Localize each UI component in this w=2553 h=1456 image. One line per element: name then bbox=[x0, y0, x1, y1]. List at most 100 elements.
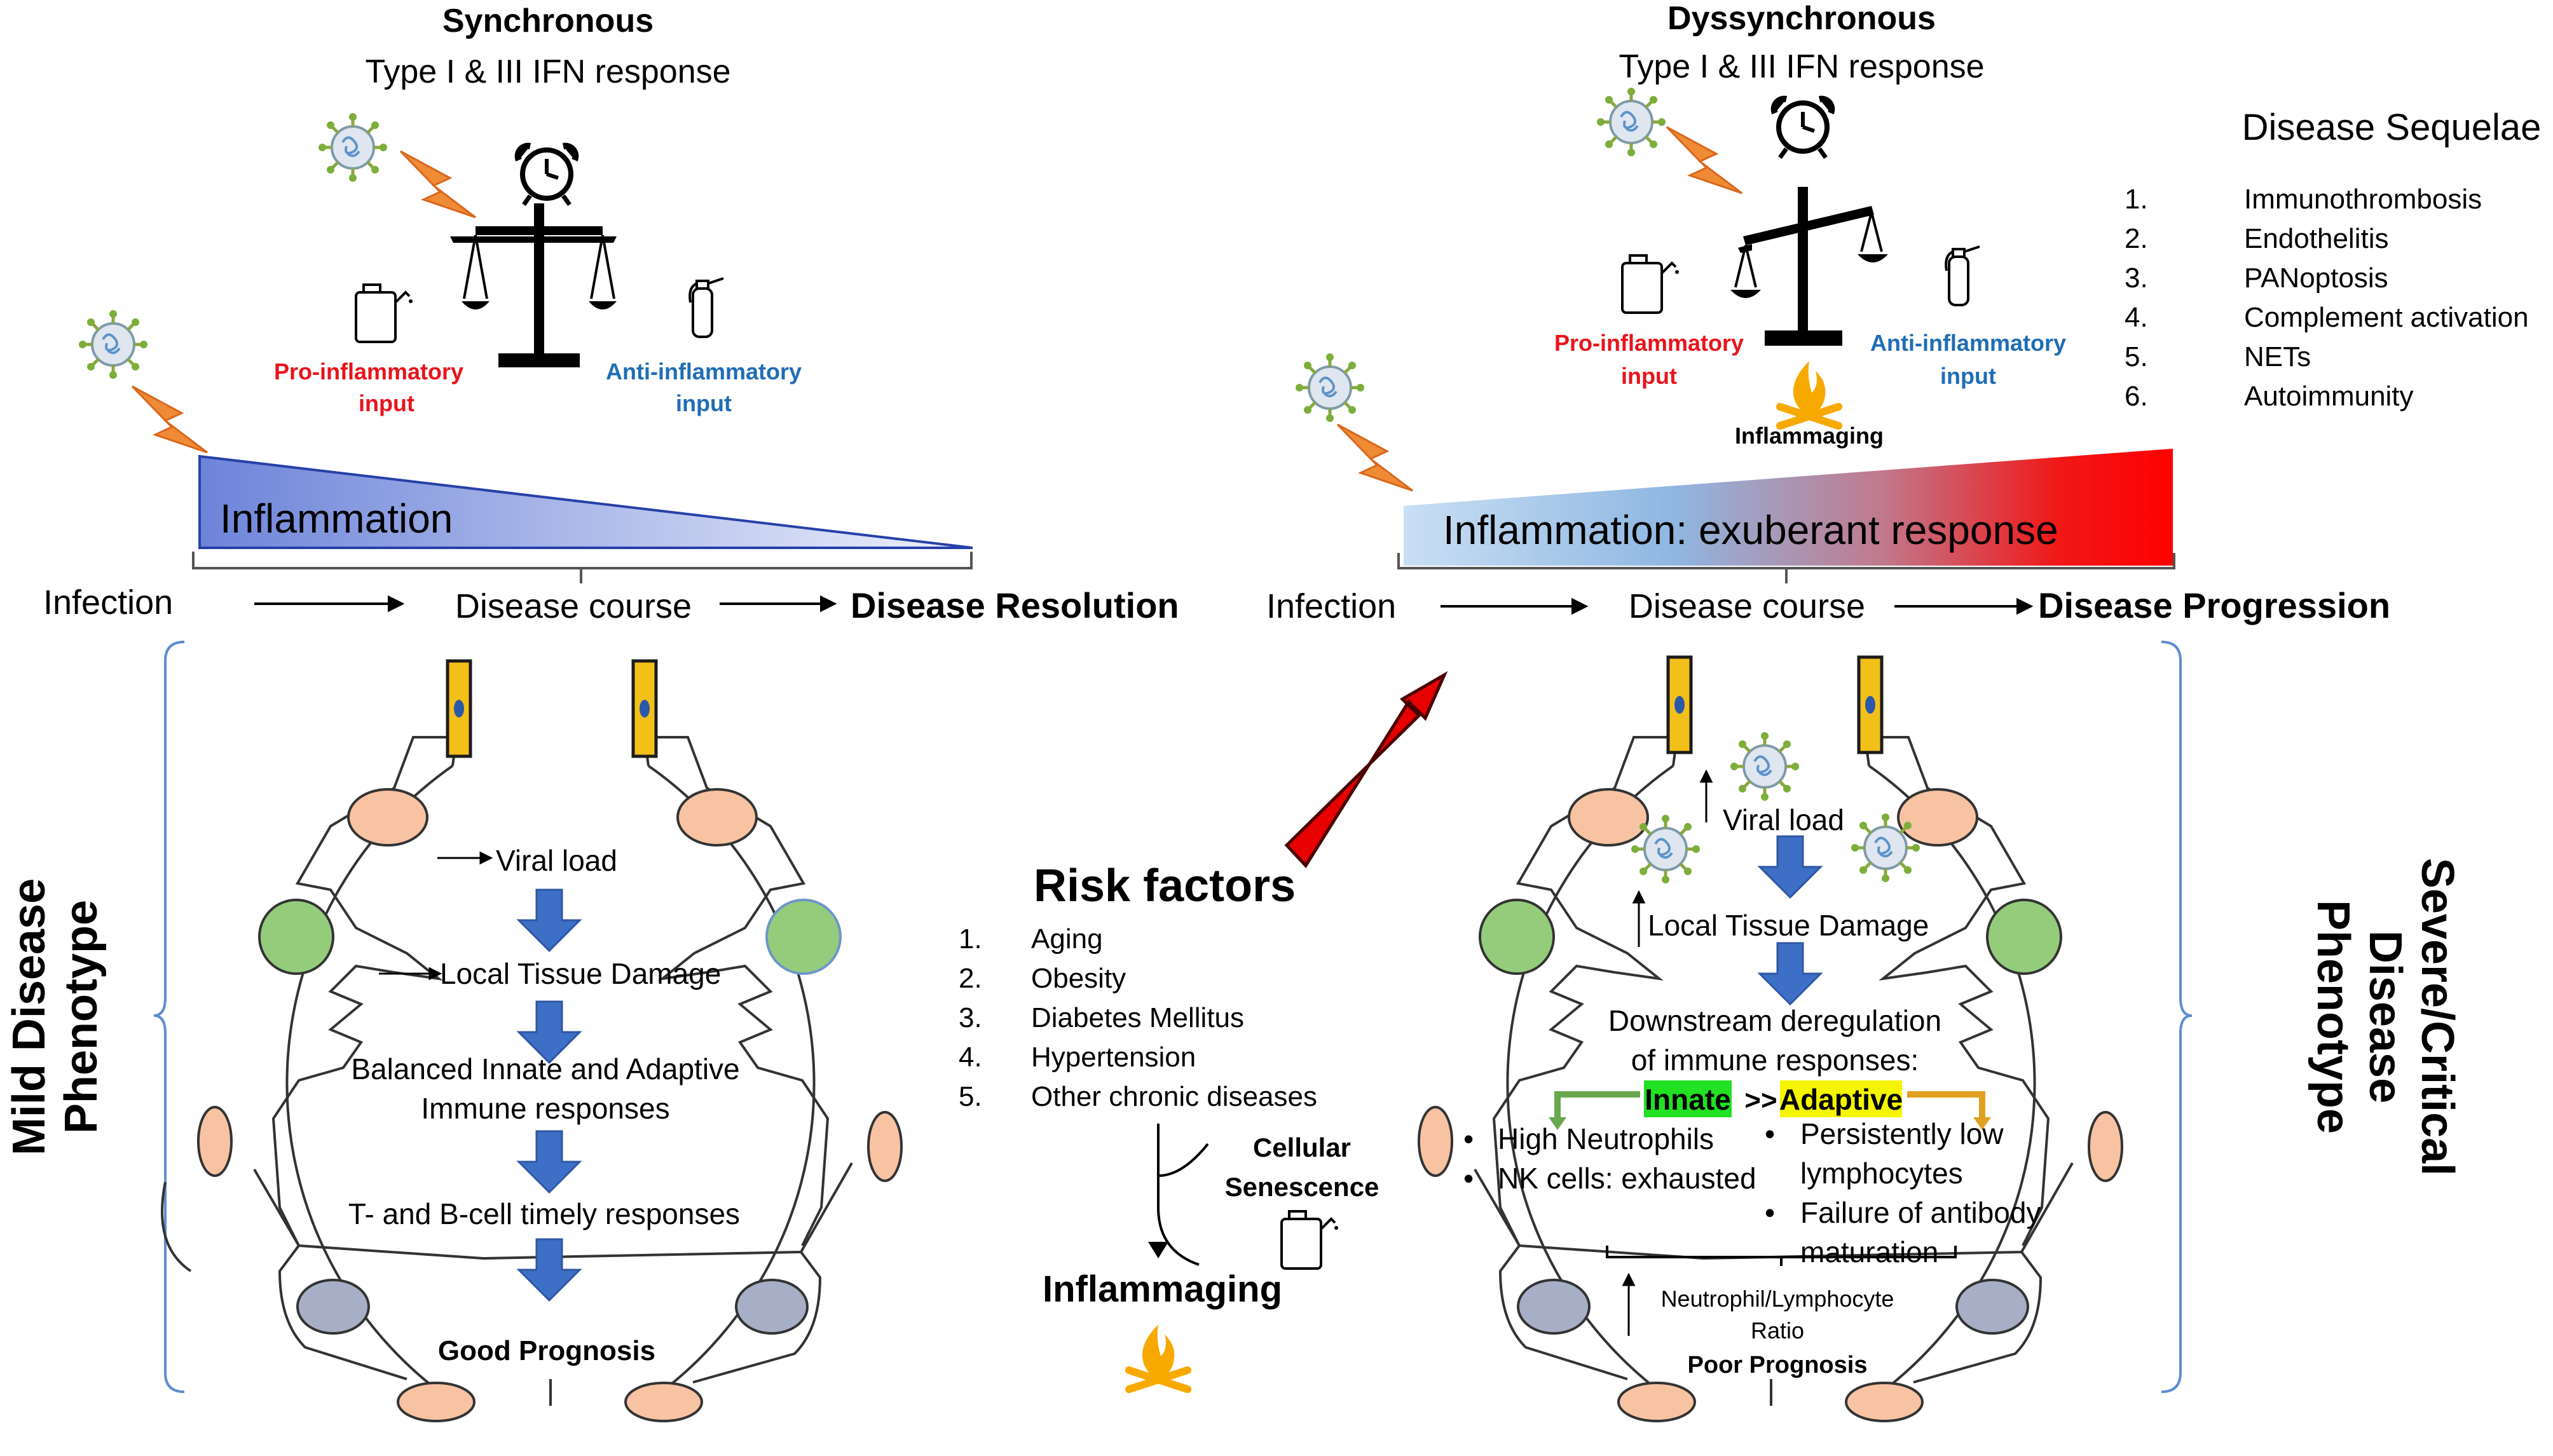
gas-can-icon bbox=[1621, 254, 1680, 314]
right-pro-label-2: input bbox=[1621, 363, 1677, 389]
right-title: Dyssynchronous bbox=[1667, 0, 1936, 37]
timeline-bracket bbox=[192, 552, 973, 583]
alveolar-cell bbox=[676, 788, 758, 847]
nucleus-cell bbox=[735, 1279, 809, 1335]
left-inflammation-label: Inflammation bbox=[220, 496, 453, 541]
sequelae-item: Autoimmunity bbox=[2244, 381, 2414, 412]
alveolar-cell bbox=[347, 788, 428, 847]
right-anti-label-2: input bbox=[1940, 363, 1996, 389]
sequelae-item: NETs bbox=[2244, 341, 2311, 372]
fire-extinguisher-icon bbox=[1945, 245, 1981, 306]
alveolar-cell bbox=[1568, 788, 1649, 847]
bullet: • bbox=[1463, 1162, 1474, 1195]
left-pro-label-1: Pro-inflammatory bbox=[274, 358, 463, 384]
alveolar-cell bbox=[867, 1111, 903, 1182]
ratio-bracket bbox=[1606, 1246, 1957, 1266]
timeline-arrows bbox=[254, 595, 837, 613]
right-phenotype-2: Disease bbox=[2360, 930, 2411, 1103]
nucleus-cell bbox=[1517, 1279, 1591, 1335]
adaptive-item: lymphocytes bbox=[1800, 1157, 1963, 1190]
risk-num: 4. bbox=[959, 1042, 982, 1073]
right-downstream-2: of immune responses: bbox=[1631, 1044, 1919, 1077]
macrophage-cell bbox=[765, 899, 842, 975]
right-timeline-infection: Infection bbox=[1266, 587, 1396, 625]
ratio-label-1: Neutrophil/Lymphocyte bbox=[1661, 1286, 1894, 1312]
left-pro-label-2: input bbox=[359, 390, 414, 416]
risk-num: 1. bbox=[959, 923, 982, 955]
right-tissue-damage: Local Tissue Damage bbox=[1648, 909, 1929, 942]
fire-icon bbox=[1780, 361, 1838, 426]
nucleus-cell bbox=[296, 1279, 370, 1335]
virus-icon bbox=[79, 310, 147, 379]
right-downstream-1: Downstream deregulation bbox=[1608, 1004, 1941, 1037]
risk-num: 2. bbox=[959, 963, 982, 994]
bullet: • bbox=[1765, 1117, 1775, 1150]
left-anti-label-1: Anti-inflammatory bbox=[606, 358, 802, 384]
virus-icon bbox=[1631, 815, 1700, 883]
risk-num: 5. bbox=[959, 1081, 982, 1112]
left-title: Synchronous bbox=[442, 3, 654, 39]
gas-can-icon bbox=[355, 283, 414, 343]
risk-panel: Risk factors 1. Aging 2. Obesity 3. Diab… bbox=[959, 671, 1448, 1389]
right-prognosis: Poor Prognosis bbox=[1688, 1352, 1868, 1378]
nucleus-cell bbox=[1955, 1279, 2029, 1335]
sequelae-num: 3. bbox=[2125, 262, 2148, 294]
sequelae-item: Complement activation bbox=[2244, 302, 2529, 333]
right-inflammation-label: Inflammation: exuberant response bbox=[1443, 507, 2058, 553]
right-timeline-course: Disease course bbox=[1629, 587, 1865, 625]
tilted-balance-scale-icon bbox=[1730, 187, 1888, 346]
sequelae-num: 2. bbox=[2125, 223, 2148, 254]
right-viral-load: Viral load bbox=[1723, 803, 1844, 836]
right-anti-label-1: Anti-inflammatory bbox=[1870, 330, 2066, 356]
left-subtitle: Type I & III IFN response bbox=[365, 53, 730, 90]
left-viral-load: Viral load bbox=[496, 844, 617, 877]
right-phenotype-1: Severe/Critical bbox=[2412, 858, 2463, 1176]
down-arrow-icon bbox=[1758, 942, 1822, 1005]
alveolar-cell bbox=[1617, 1382, 1696, 1422]
fire-icon bbox=[1129, 1324, 1188, 1389]
clock-icon bbox=[1774, 99, 1832, 158]
risk-inflammaging: Inflammaging bbox=[1043, 1269, 1282, 1310]
virus-icon bbox=[1296, 353, 1364, 422]
right-brace bbox=[2161, 641, 2193, 1393]
alveolar-cell bbox=[624, 1382, 703, 1422]
right-panel: Dyssynchronous Type I & III IFN response… bbox=[1266, 0, 2463, 1422]
senescence-arrow bbox=[1157, 1124, 1200, 1266]
macrophage-cell bbox=[1479, 899, 1555, 975]
alveolar-cell bbox=[197, 1106, 233, 1177]
left-timeline-course: Disease course bbox=[455, 587, 692, 625]
bullet: • bbox=[1765, 1196, 1775, 1229]
timeline-arrows bbox=[1441, 597, 2034, 615]
left-timeline-resolution: Disease Resolution bbox=[851, 585, 1179, 625]
right-phenotype-3: Phenotype bbox=[2308, 900, 2358, 1134]
risk-item: Diabetes Mellitus bbox=[1031, 1002, 1244, 1033]
sequelae-num: 1. bbox=[2125, 184, 2148, 215]
virus-icon bbox=[1597, 88, 1666, 156]
sequelae-num: 4. bbox=[2125, 302, 2148, 333]
adaptive-branch-arrow bbox=[1907, 1091, 1985, 1119]
up-arrows bbox=[1622, 769, 1713, 1336]
risk-title: Risk factors bbox=[1034, 861, 1296, 911]
innate-highlight bbox=[1644, 1080, 1732, 1117]
innate-branch-arrow bbox=[1554, 1091, 1640, 1119]
adaptive-item: maturation bbox=[1800, 1235, 1938, 1269]
sequelae-panel: Disease Sequelae 1. Immunothrombosis 2. … bbox=[2125, 107, 2541, 412]
left-phenotype-1: Mild Disease bbox=[4, 878, 55, 1155]
risk-num: 3. bbox=[959, 1002, 982, 1033]
sequelae-item: Endothelitis bbox=[2244, 223, 2388, 254]
ratio-label-2: Ratio bbox=[1751, 1317, 1804, 1344]
sequelae-num: 5. bbox=[2125, 341, 2148, 372]
macrophage-cell bbox=[258, 899, 334, 975]
virus-icon bbox=[1851, 813, 1920, 882]
right-timeline-progression: Disease Progression bbox=[2038, 585, 2390, 625]
bullet: • bbox=[1463, 1122, 1474, 1155]
adaptive-item: Failure of antibody bbox=[1800, 1196, 2041, 1229]
down-arrow-icon bbox=[517, 1238, 581, 1302]
clock-icon bbox=[518, 146, 576, 205]
lightning-icon bbox=[131, 385, 209, 454]
innate-item: NK cells: exhausted bbox=[1498, 1162, 1756, 1195]
virus-icon bbox=[318, 113, 387, 182]
risk-list: 1. Aging 2. Obesity 3. Diabetes Mellitus… bbox=[959, 923, 1317, 1112]
endothelial-cell-icon bbox=[633, 661, 656, 756]
alveolar-cell bbox=[1845, 1382, 1924, 1422]
